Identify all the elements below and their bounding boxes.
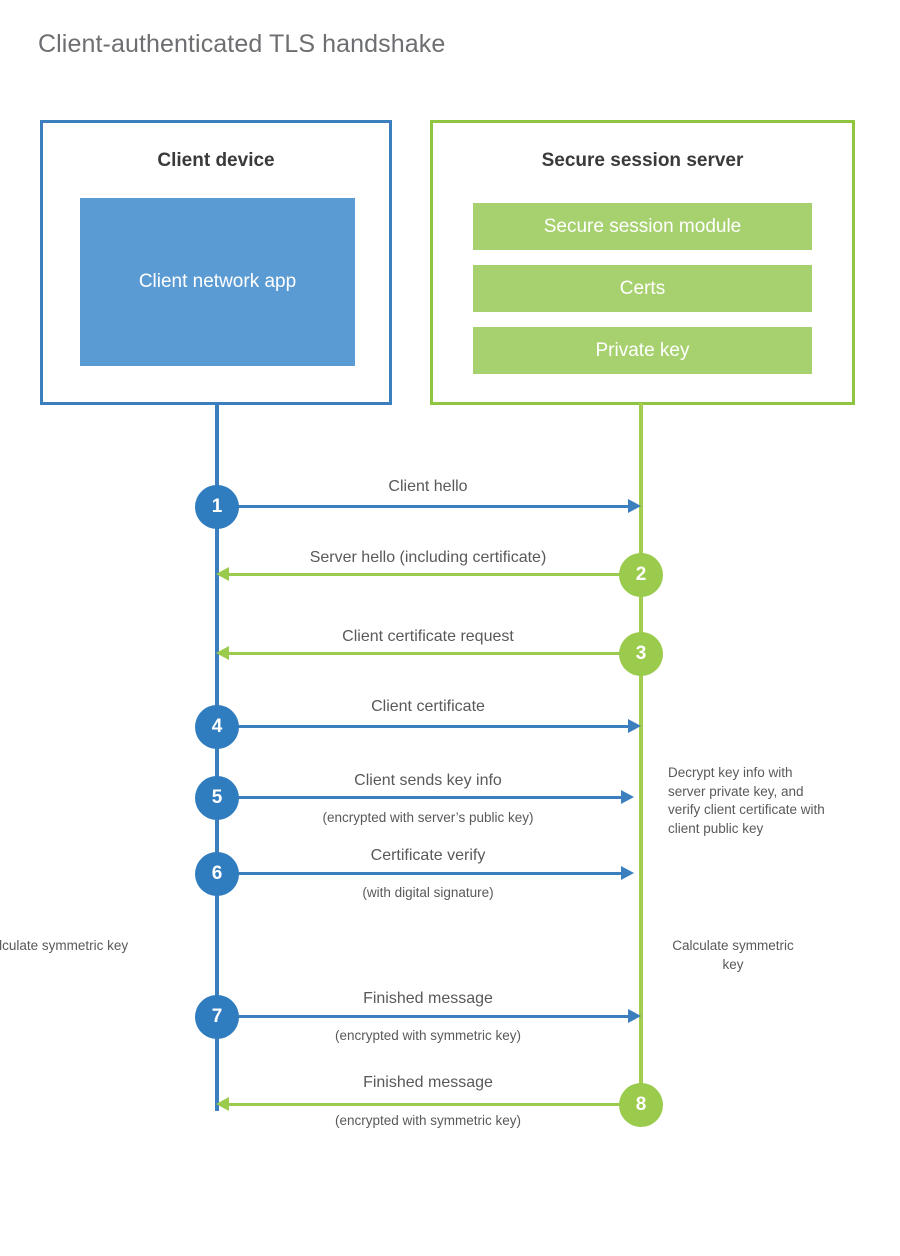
note-client-calculate-symmetric-key: Calculate symmetric key [0,938,129,953]
server-component-secure-session-module: Secure session module [473,203,812,250]
message-arrow-head-5 [621,790,634,804]
message-arrow-line-8 [229,1103,641,1106]
server-component-private-key: Private key [473,327,812,374]
client-network-app-block: Client network app [80,198,355,366]
message-sublabel-8: (encrypted with symmetric key) [334,1113,522,1128]
server-component-certs: Certs [473,265,812,312]
step-number-8[interactable]: 8 [619,1083,663,1127]
secure-session-server-box: Secure session server Secure session mod… [430,120,855,405]
message-arrow-line-1 [217,505,628,508]
message-arrow-head-7 [628,1009,641,1023]
message-sublabel-7: (encrypted with symmetric key) [334,1028,522,1043]
message-arrow-head-3 [216,646,229,660]
message-label-5: Client sends key info [354,772,502,789]
message-arrow-head-6 [621,866,634,880]
note-server-decrypt: Decrypt key info with server private key… [668,765,825,836]
message-sublabel-5: (encrypted with server’s public key) [322,810,534,825]
step-number-5[interactable]: 5 [195,776,239,820]
message-label-8: Finished message [363,1074,493,1091]
message-arrow-head-8 [216,1097,229,1111]
message-label-7: Finished message [363,990,493,1007]
message-arrow-head-2 [216,567,229,581]
secure-session-server-title: Secure session server [541,150,744,171]
message-arrow-line-7 [217,1015,628,1018]
message-sublabel-6: (with digital signature) [362,885,494,900]
message-label-3: Client certificate request [342,628,514,645]
message-label-1: Client hello [388,478,468,495]
message-arrow-line-5 [217,796,621,799]
message-arrow-head-1 [628,499,641,513]
step-number-7[interactable]: 7 [195,995,239,1039]
message-arrow-line-3 [229,652,641,655]
step-number-1[interactable]: 1 [195,485,239,529]
step-number-4[interactable]: 4 [195,705,239,749]
message-label-6: Certificate verify [370,847,486,864]
message-arrow-line-6 [217,872,621,875]
message-arrow-head-4 [628,719,641,733]
message-arrow-line-4 [217,725,628,728]
message-label-4: Client certificate [371,698,485,715]
step-number-2[interactable]: 2 [619,553,663,597]
client-lifeline [215,403,219,1111]
message-label-2: Server hello (including certificate) [309,549,547,566]
note-server-calculate-symmetric-key: Calculate symmetric key [672,938,794,972]
page-title: Client-authenticated TLS handshake [38,30,446,58]
client-device-box: Client device Client network app [40,120,392,405]
step-number-3[interactable]: 3 [619,632,663,676]
server-lifeline [639,403,643,1105]
message-arrow-line-2 [229,573,641,576]
client-device-title: Client device [157,150,275,171]
step-number-6[interactable]: 6 [195,852,239,896]
